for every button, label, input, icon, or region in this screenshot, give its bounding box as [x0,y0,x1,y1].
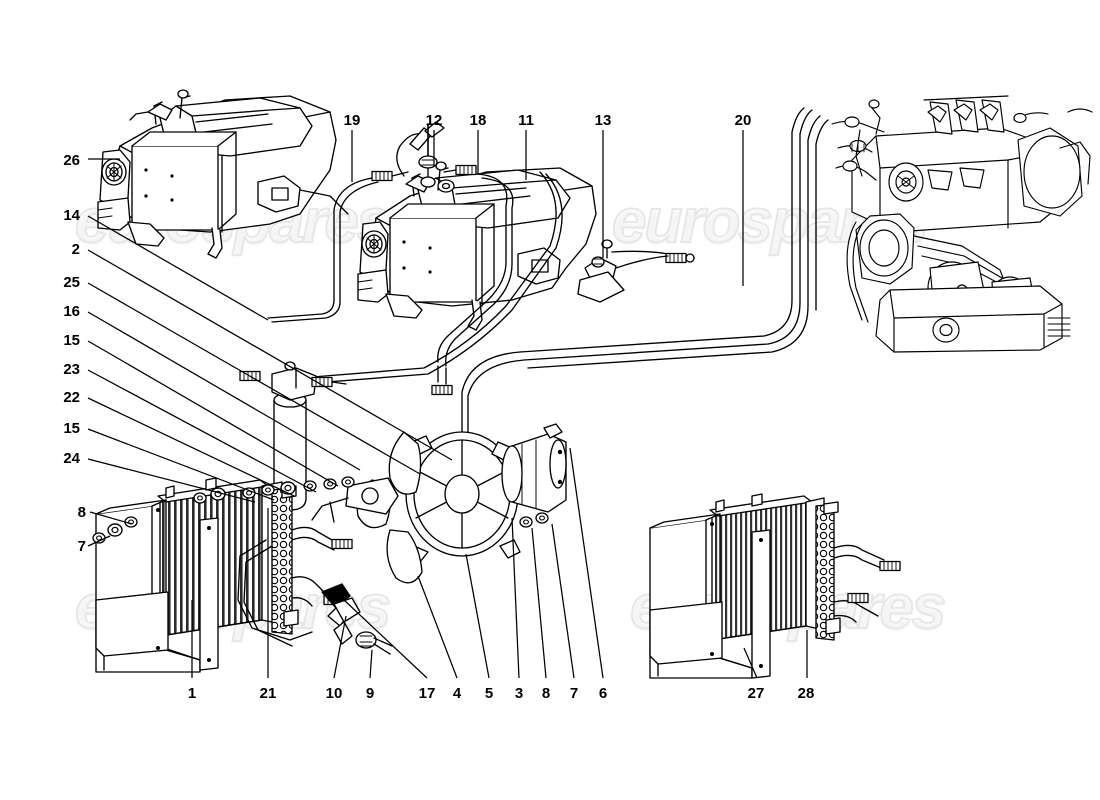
blower-unit-left [97,89,349,259]
callout-23[interactable]: 23 [63,361,80,378]
engine-feed-lines [461,107,829,475]
callout-4[interactable]: 4 [452,685,462,702]
callout-5[interactable]: 5 [484,685,494,702]
callout-27[interactable]: 27 [747,685,765,702]
callout-13[interactable]: 13 [594,112,612,129]
blower-unit-right [357,161,597,331]
callout-11[interactable]: 11 [518,112,534,129]
callout-8-left[interactable]: 8 [77,504,86,521]
callout-18[interactable]: 18 [469,112,487,129]
callout-15-lower[interactable]: 15 [63,420,80,437]
callout-1[interactable]: 1 [187,685,197,702]
callout-10[interactable]: 10 [325,685,343,702]
callout-2[interactable]: 2 [71,241,80,258]
callout-14[interactable]: 14 [63,207,80,224]
callout-25[interactable]: 25 [63,274,80,291]
callout-15-upper[interactable]: 15 [63,332,80,349]
evaporator-left [95,477,353,673]
callout-9[interactable]: 9 [365,685,375,702]
callout-12[interactable]: 12 [425,112,443,129]
callout-16[interactable]: 16 [63,303,80,320]
callout-22[interactable]: 22 [63,389,80,406]
callout-20[interactable]: 20 [734,112,752,129]
engine-assembly [831,95,1093,353]
pressure-switch [577,239,669,303]
callout-24[interactable]: 24 [63,450,80,467]
callout-26[interactable]: 26 [63,152,80,169]
callout-7-bottom[interactable]: 7 [569,685,579,702]
evaporator-right [649,493,901,679]
callout-19[interactable]: 19 [343,112,361,129]
callout-21[interactable]: 21 [259,685,277,702]
callout-8-bottom[interactable]: 8 [541,685,551,702]
callout-6[interactable]: 6 [598,685,608,702]
condenser-fan [311,423,567,584]
callout-28[interactable]: 28 [797,685,815,702]
callout-17[interactable]: 17 [418,685,436,702]
callout-3[interactable]: 3 [514,685,524,702]
callout-7-left[interactable]: 7 [77,538,86,555]
